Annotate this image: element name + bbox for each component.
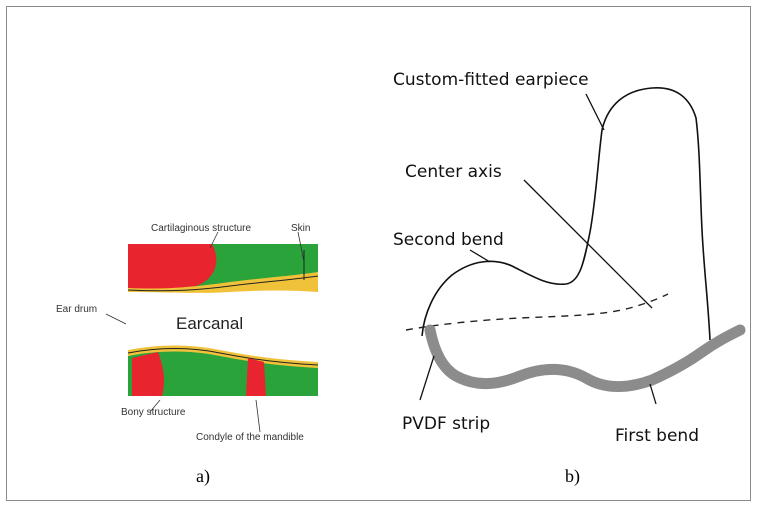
label-cartilaginous: Cartilaginous structure — [151, 223, 251, 234]
lower-skin — [128, 345, 318, 368]
pvdf-strip — [424, 324, 746, 392]
center-axis-line — [405, 293, 669, 331]
condyle-red — [246, 358, 266, 396]
lower-canal-wall — [127, 345, 319, 396]
caption-a: a) — [196, 466, 210, 487]
lower-cartilage — [128, 349, 318, 396]
upper-canal-wall — [127, 244, 319, 293]
label-bony: Bony structure — [121, 407, 186, 418]
upper-skin — [128, 272, 318, 293]
lower-bone-left — [132, 352, 165, 396]
panel-b: Custom-fitted earpiece Center axis Secon… — [393, 70, 746, 487]
label-skin: Skin — [291, 223, 310, 234]
label-pvdf-strip: PVDF strip — [402, 414, 490, 434]
panel-a: Cartilaginous structure Skin Ear drum Ea… — [56, 223, 319, 487]
label-second-bend: Second bend — [393, 230, 504, 250]
earpiece-outline — [421, 87, 711, 341]
label-condyle: Condyle of the mandible — [196, 432, 304, 443]
label-center-axis: Center axis — [405, 162, 502, 182]
upper-bone — [128, 244, 217, 290]
label-ear-drum: Ear drum — [56, 304, 97, 315]
label-first-bend: First bend — [615, 426, 699, 446]
caption-b: b) — [565, 466, 580, 487]
label-ear-canal: Earcanal — [176, 314, 243, 333]
label-earpiece: Custom-fitted earpiece — [393, 70, 589, 90]
